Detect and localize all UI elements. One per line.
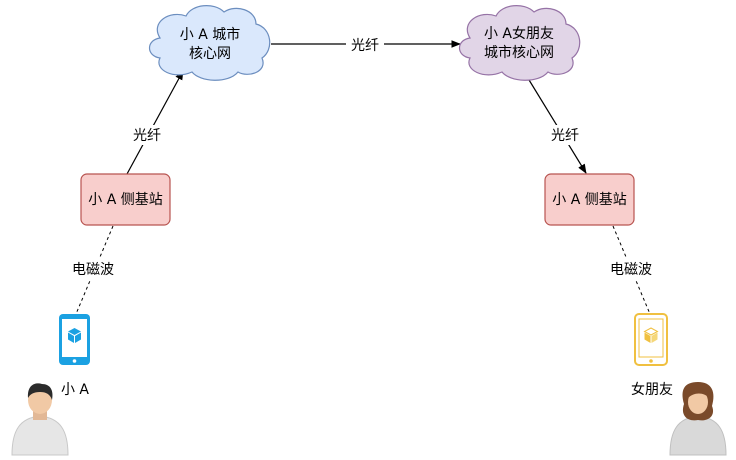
edge-label-fiber-down: 光纤 (551, 128, 579, 144)
phone-cube-icon (59, 314, 90, 365)
cloud-city-core-a: 小 A 城市 核心网 (148, 5, 271, 81)
edge-label-wave-b: 电磁波 (610, 262, 652, 278)
base-station-b-label: 小 A 侧基站 (552, 191, 626, 208)
edge-label-fiber-up: 光纤 (133, 128, 161, 144)
edge-fiber-down: 光纤 (525, 74, 587, 174)
man-avatar-icon (11, 383, 69, 456)
base-station-a-label: 小 A 侧基站 (88, 191, 162, 208)
cloud-city-core-b: 小 A女朋友 城市核心网 (458, 5, 581, 81)
edge-label-fiber-mid: 光纤 (351, 38, 379, 54)
cloud-shape (148, 5, 271, 81)
edge-wave-a: 电磁波 (66, 225, 120, 315)
base-station-b: 小 A 侧基站 (544, 173, 635, 226)
cloud-b-label-line1: 小 A女朋友 (484, 25, 554, 42)
cloud-a-label-line1: 小 A 城市 (180, 26, 240, 43)
base-station-a: 小 A 侧基站 (80, 173, 171, 226)
woman-avatar-icon (669, 382, 727, 456)
edge-wave-b: 电磁波 (604, 225, 658, 315)
cloud-a-label-line2: 核心网 (189, 46, 231, 62)
person-a-label: 小 A (61, 382, 89, 398)
edge-fiber-mid: 光纤 (271, 35, 461, 54)
phone-cube-icon (634, 313, 668, 366)
edge-label-wave-a: 电磁波 (72, 262, 114, 278)
edge-fiber-up: 光纤 (126, 70, 184, 175)
person-b-label: 女朋友 (631, 381, 673, 398)
cloud-shape (458, 5, 581, 81)
cloud-b-label-line2: 城市核心网 (484, 44, 554, 61)
